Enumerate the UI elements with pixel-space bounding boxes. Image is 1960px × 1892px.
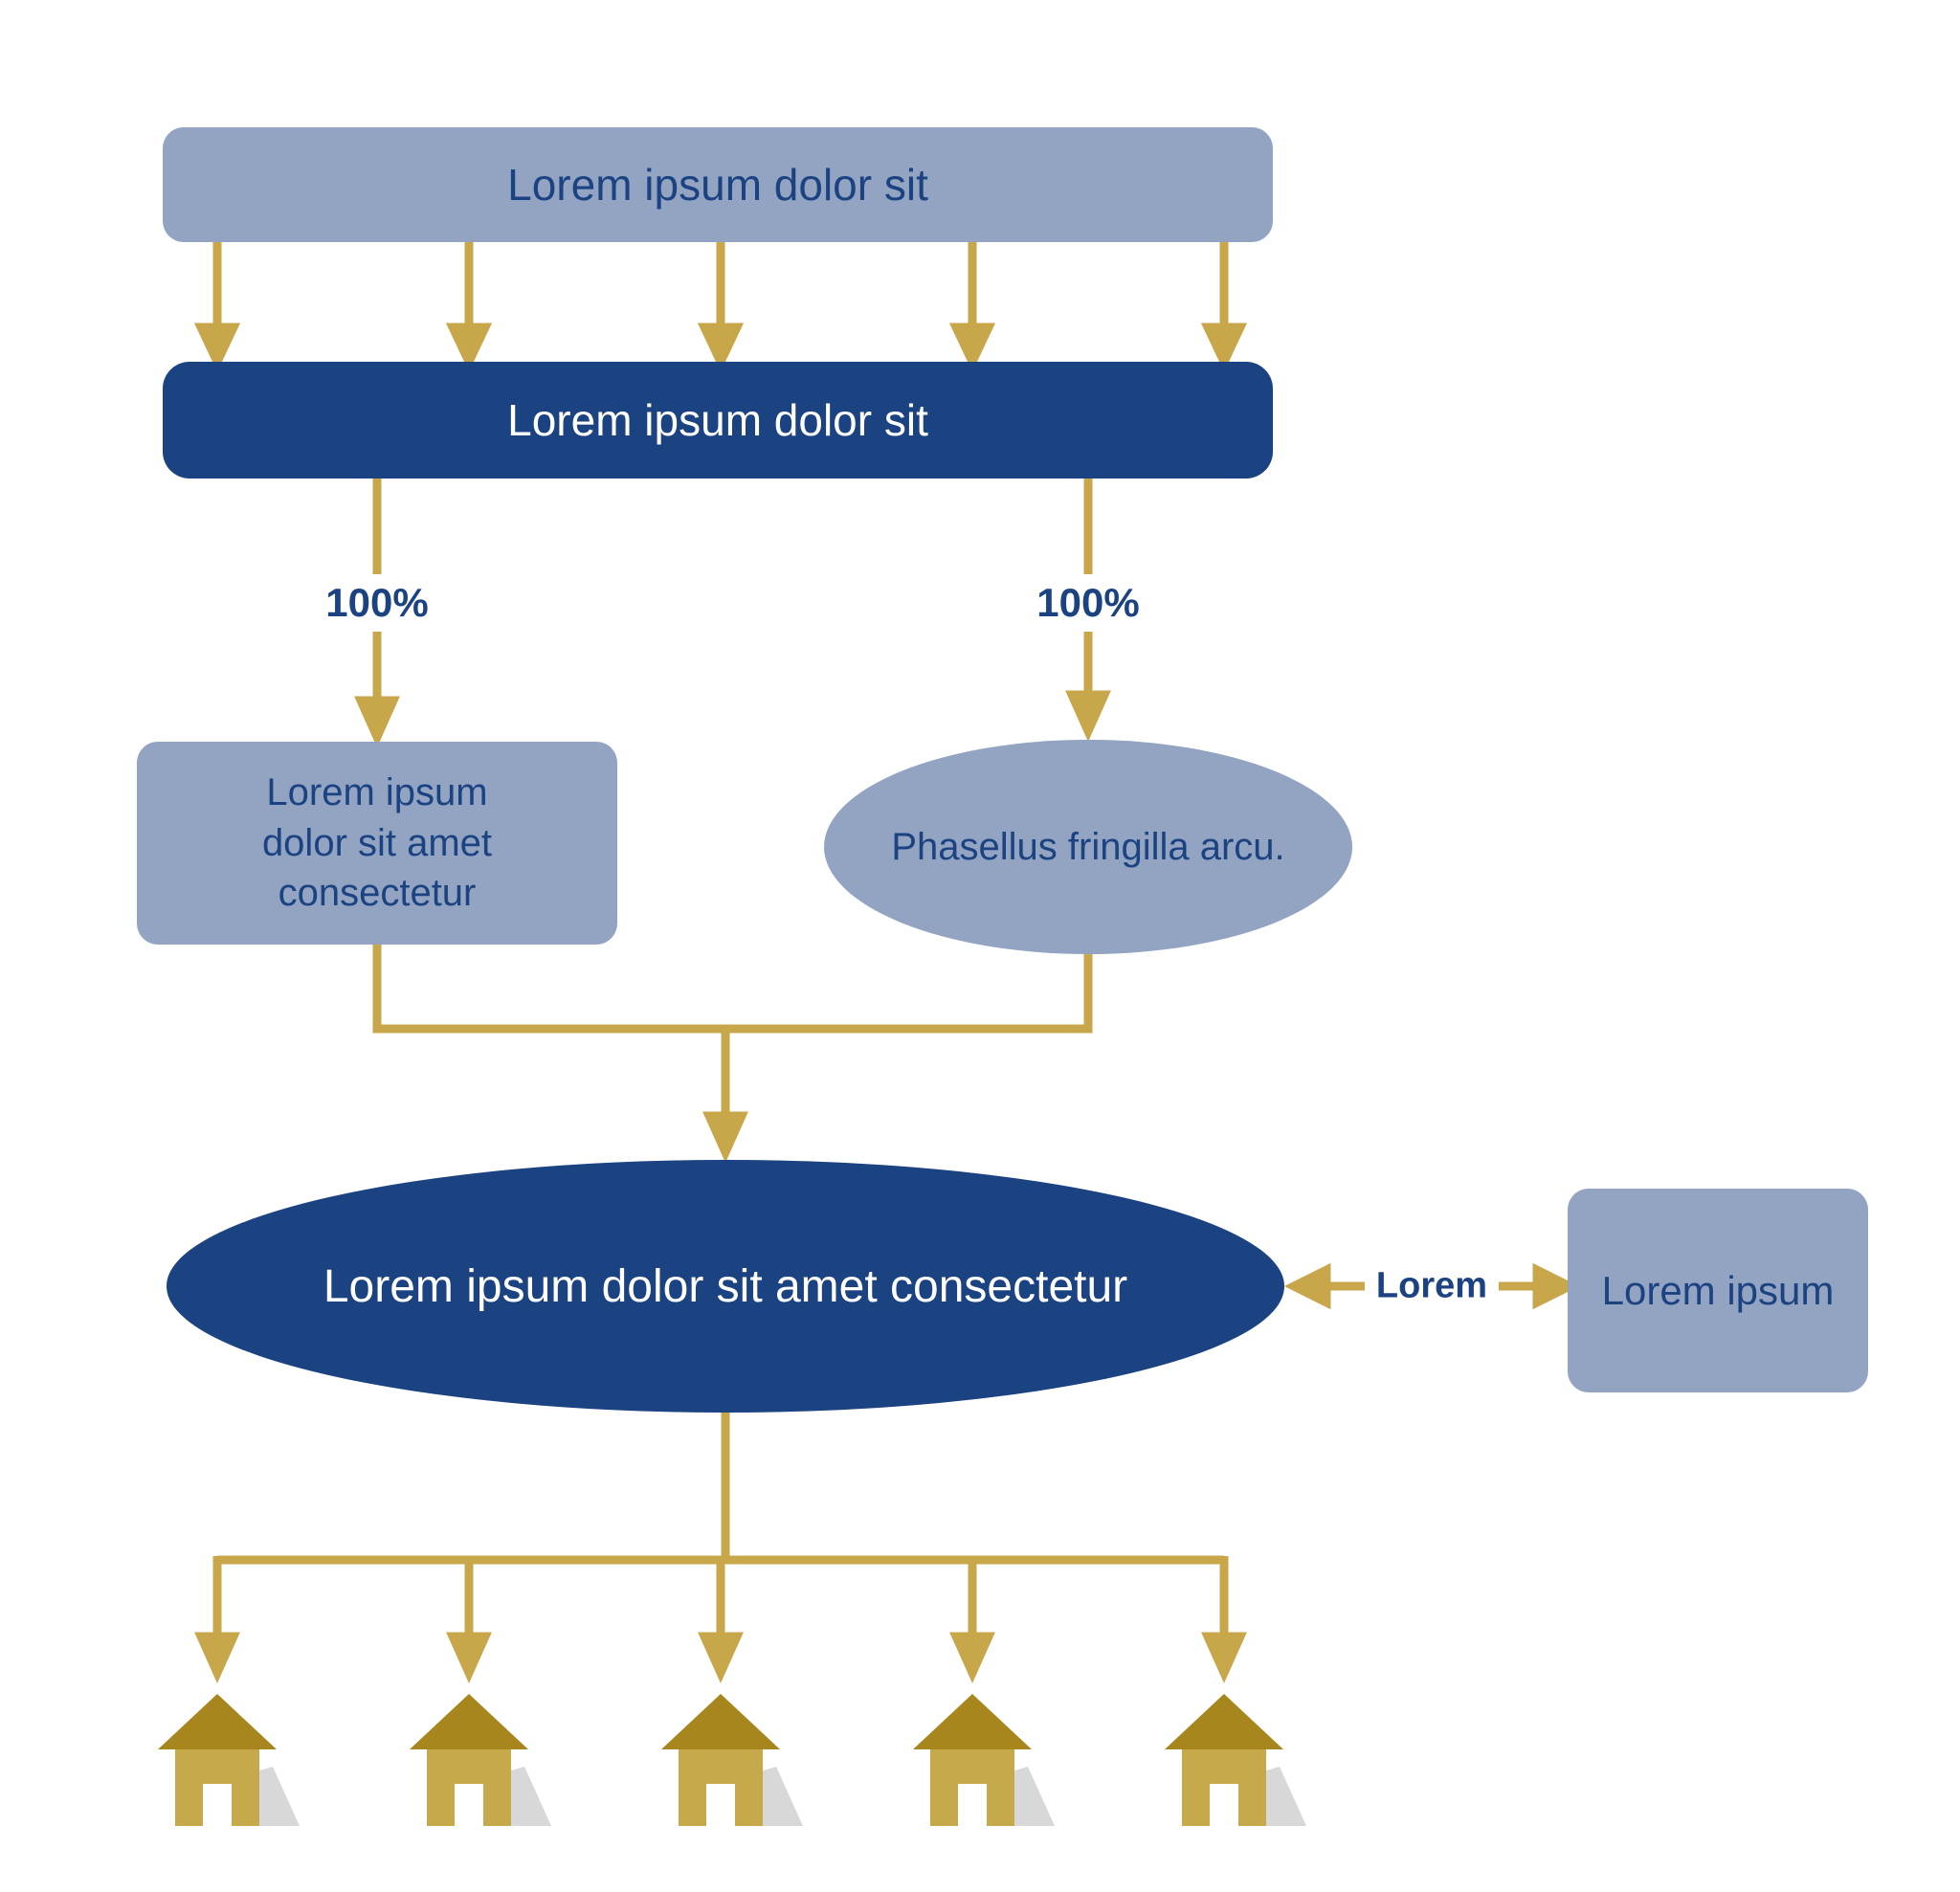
left-box-line-2: dolor sit amet [261,821,493,864]
left-percent-label: 100% [314,574,440,632]
house-roof-shape [158,1694,277,1749]
right-percent-label: 100% [1025,574,1151,632]
house-door-shape [455,1784,483,1826]
top-bar-node: Lorem ipsum dolor sit [163,127,1273,242]
house-icon-svg [913,1694,1055,1826]
house-roof-shape [913,1694,1032,1749]
navy-bar-node: Lorem ipsum dolor sit [163,362,1273,479]
house-icon [652,1682,814,1836]
house-roof-shape [661,1694,780,1749]
main-ellipse-node: Lorem ipsum dolor sit amet consectetur [167,1160,1284,1413]
house-door-shape [203,1784,232,1826]
right-ellipse-label: Phasellus fringilla arcu. [891,825,1285,868]
house-icon [903,1682,1066,1836]
house-icon [1155,1682,1318,1836]
right-ellipse-node: Phasellus fringilla arcu. [824,740,1352,954]
house-icon-svg [158,1694,300,1826]
house-icon [148,1682,311,1836]
main-ellipse-label: Lorem ipsum dolor sit amet consectetur [323,1260,1128,1312]
house-door-shape [958,1784,987,1826]
house-icon-svg [1165,1694,1306,1826]
side-box-node: Lorem ipsum [1568,1189,1868,1392]
house-door-shape [1210,1784,1238,1826]
link-label: Lorem [1364,1259,1500,1313]
left-process-box-label: Lorem ipsum dolor sit amet consectetur [262,768,492,919]
left-process-box: Lorem ipsum dolor sit amet consectetur [137,742,617,945]
top-bar-label: Lorem ipsum dolor sit [507,160,928,210]
top-arrows [193,242,1248,372]
side-box-label: Lorem ipsum [1601,1267,1835,1313]
left-box-line-1: Lorem ipsum [266,770,488,813]
left-box-line-3: consectetur [278,872,477,915]
house-icon-svg [410,1694,551,1826]
house-icon [400,1682,563,1836]
navy-bar-label: Lorem ipsum dolor sit [507,395,928,445]
bottom-distribution-arrows [194,1413,1247,1684]
house-roof-shape [1165,1694,1283,1749]
house-door-shape [706,1784,735,1826]
merge-connector-arrow [372,945,1093,1164]
house-icon-svg [661,1694,803,1826]
house-roof-shape [410,1694,528,1749]
